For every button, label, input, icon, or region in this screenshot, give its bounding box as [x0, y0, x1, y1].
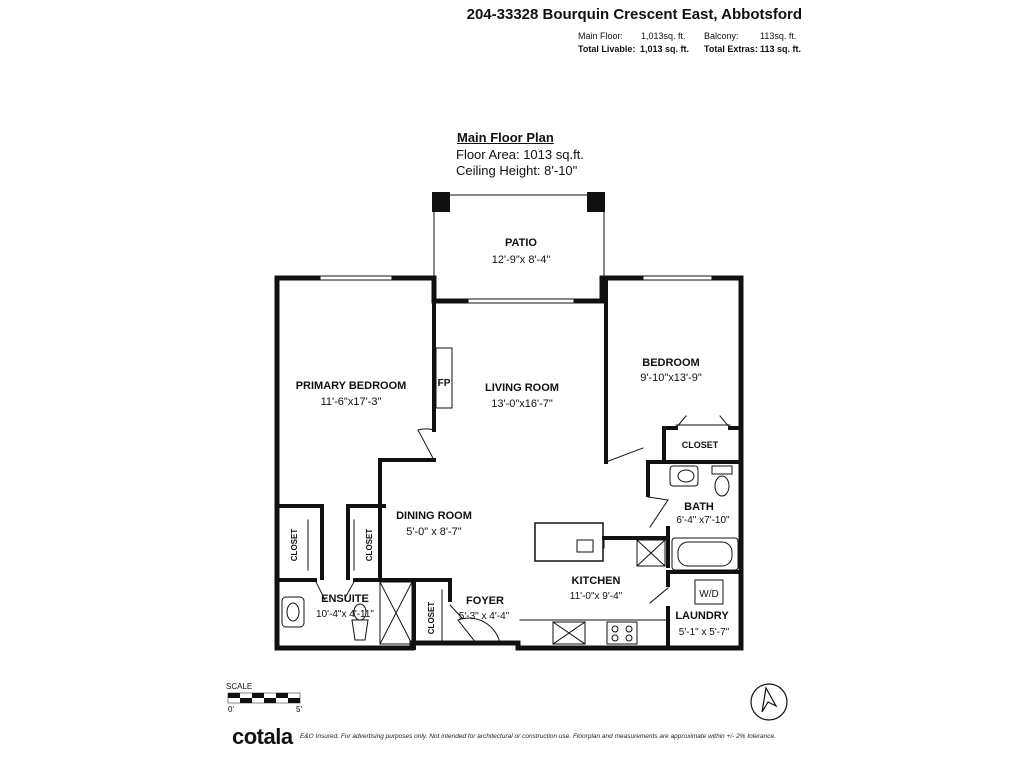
- north-arrow-icon: [750, 683, 788, 721]
- total-extras-label: Total Extras:: [704, 44, 758, 54]
- room-name-dining-room: DINING ROOM: [396, 510, 472, 522]
- total-livable-row: Total Livable: 1,013 sq. ft.: [578, 44, 689, 54]
- room-dim-primary-bedroom: 11'-6"x17'-3": [321, 396, 382, 408]
- property-address: 204-33328 Bourquin Crescent East, Abbots…: [466, 6, 802, 23]
- floor-area: Floor Area: 1013 sq.ft.: [456, 147, 584, 162]
- balcony-label: Balcony:: [704, 31, 739, 41]
- room-dim-living-room: 13'-0"x16'-7": [491, 398, 553, 410]
- room-dim-dining-room: 5'-0" x 8'-7": [406, 526, 462, 538]
- ceiling-height: Ceiling Height: 8'-10": [456, 163, 578, 178]
- disclaimer: E&O Insured. For advertising purposes on…: [300, 733, 776, 740]
- balcony-row: Balcony: 113sq. ft.: [704, 31, 796, 41]
- main-floor-label: Main Floor:: [578, 31, 624, 41]
- room-name-primary-bedroom: PRIMARY BEDROOM: [296, 380, 407, 392]
- fireplace-label: FP: [438, 378, 451, 389]
- patio-post-left: [432, 192, 450, 212]
- scale-title: SCALE: [226, 682, 253, 691]
- main-floor-value: 1,013sq. ft.: [641, 31, 686, 41]
- plan-title: Main Floor Plan: [457, 130, 554, 145]
- room-dim-kitchen: 11'-0"x 9'-4": [570, 591, 623, 602]
- kitchen-island: [534, 522, 604, 562]
- balcony-value: 113sq. ft.: [760, 31, 797, 41]
- main-floor-row: Main Floor: 1,013sq. ft.: [578, 31, 686, 41]
- room-name-living-room: LIVING ROOM: [485, 382, 559, 394]
- room-name-bath: BATH: [684, 501, 714, 513]
- room-dim-laundry: 5'-1" x 5'-7": [679, 627, 730, 638]
- room-name-foyer: FOYER: [466, 595, 504, 607]
- total-livable-value: 1,013 sq. ft.: [640, 44, 690, 54]
- room-name-closet-left: CLOSET: [290, 529, 299, 562]
- brand-logo: cotala: [232, 724, 293, 749]
- room-dim-bath: 6'-4" x7'-10": [676, 515, 730, 526]
- patio-post-right: [587, 192, 605, 212]
- room-name-ensuite: ENSUITE: [321, 593, 369, 605]
- washer-dryer-label: W/D: [699, 589, 718, 600]
- room-name-laundry: LAUNDRY: [675, 610, 729, 622]
- room-dim-patio: 12'-9"x 8'-4": [492, 254, 551, 266]
- scale-bar: 0' 5': [227, 692, 302, 714]
- total-extras-value: 113 sq. ft.: [760, 44, 802, 54]
- fireplace: [435, 347, 453, 409]
- room-name-kitchen: KITCHEN: [572, 575, 621, 587]
- room-name-closet-right: CLOSET: [365, 529, 374, 562]
- room-name-closet-foyer: CLOSET: [427, 602, 436, 635]
- room-dim-ensuite: 10'-4"x 4'-11": [316, 609, 374, 620]
- room-name-closet-bedroom: CLOSET: [682, 440, 719, 450]
- room-dim-foyer: 5'-3" x 4'-4": [459, 611, 510, 622]
- scale-end: 5': [296, 705, 302, 714]
- room-name-bedroom: BEDROOM: [642, 357, 699, 369]
- total-extras-row: Total Extras: 113 sq. ft.: [704, 44, 801, 54]
- room-dim-bedroom: 9'-10"x13'-9": [640, 372, 702, 384]
- scale-start: 0': [228, 705, 234, 714]
- total-livable-label: Total Livable:: [578, 44, 636, 54]
- room-name-patio: PATIO: [505, 237, 537, 249]
